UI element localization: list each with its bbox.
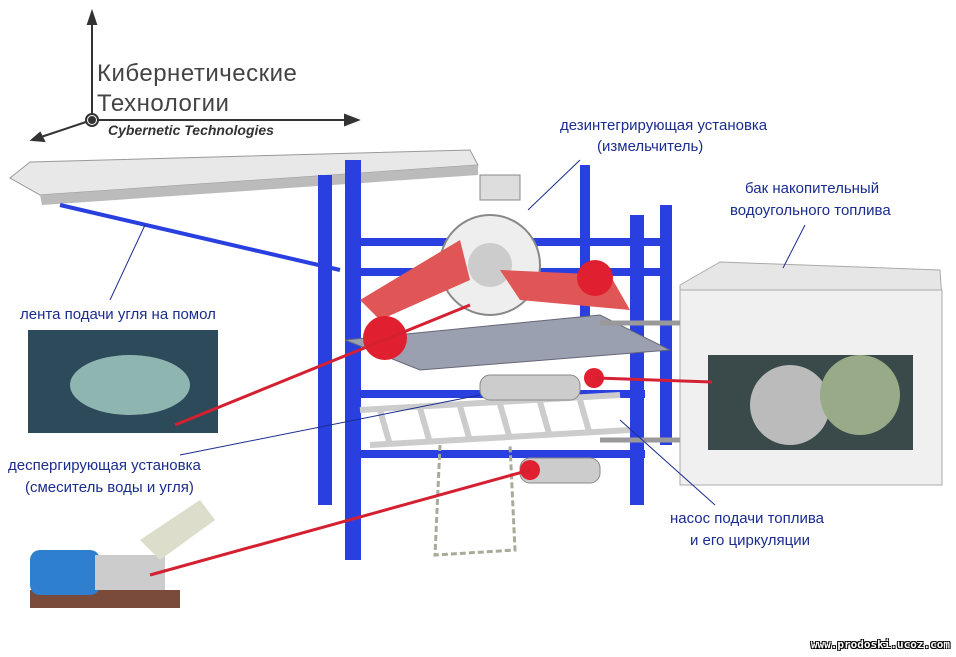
label-tank: бак накопительный [745,180,880,197]
logo-line1: Кибернетические [97,60,298,87]
label-disintegrator: дезинтегрирующая установка [560,117,768,134]
logo-english: Cybernetic Technologies [108,122,274,138]
label-pump: насос подачи топлива [670,510,825,527]
logo-axes-icon [29,8,361,143]
label-disintegrator-sub: (измельчитель) [597,138,704,155]
label-mixer: деспергирующая установка [8,457,201,474]
mixer-photo [30,500,215,608]
watermark-url: www.prodoski.ucoz.com [810,638,950,651]
disintegrator-mill [360,174,630,360]
label-tank-sub: водоугольного топлива [730,202,891,219]
mixer-unit [479,374,581,401]
pump-unit [519,457,601,484]
label-conveyor: лента подачи угля на помол [20,306,216,323]
label-mixer-sub: (смеситель воды и угля) [25,479,194,496]
label-pump-sub: и его циркуляции [690,532,810,549]
logo-line2: Технологии [97,90,230,117]
grate [359,392,631,448]
pointer-lines [149,303,713,577]
conveyor-belt [9,149,479,272]
